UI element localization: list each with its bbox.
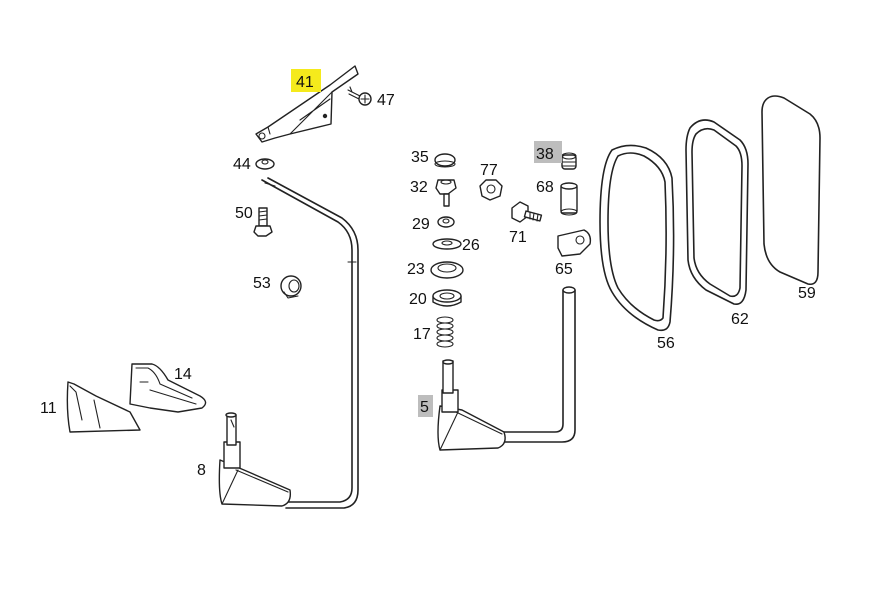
label-56: 56	[657, 335, 675, 352]
label-53: 53	[253, 275, 271, 292]
callout-5[interactable]: 5	[418, 395, 433, 417]
part-38-plug	[561, 152, 577, 170]
part-35-cap	[434, 153, 456, 168]
label-17: 17	[413, 326, 431, 343]
label-50: 50	[235, 205, 253, 222]
highlight-41	[291, 69, 321, 92]
label-68: 68	[536, 179, 554, 196]
part-68-sleeve	[560, 182, 578, 216]
highlight-5	[418, 395, 433, 417]
label-62: 62	[731, 311, 749, 328]
part-47-screw	[347, 86, 372, 106]
part-41-bracket	[255, 65, 359, 143]
callout-14[interactable]: 14	[174, 366, 192, 383]
part-32-screw	[435, 179, 457, 207]
callout-56[interactable]: 56	[657, 335, 675, 352]
label-11: 11	[40, 400, 57, 417]
callout-11[interactable]: 11	[40, 400, 57, 417]
highlight-38	[534, 141, 562, 163]
callout-59[interactable]: 59	[798, 285, 816, 302]
callout-26[interactable]: 26	[462, 237, 480, 254]
callout-29[interactable]: 29	[412, 216, 430, 233]
part-44-washer	[255, 158, 275, 170]
part-14-clip	[129, 363, 207, 413]
label-44: 44	[233, 156, 251, 173]
label-47: 47	[377, 92, 395, 109]
part-62-mirror-frame	[685, 119, 749, 306]
callout-50[interactable]: 50	[235, 205, 253, 222]
callout-17[interactable]: 17	[413, 326, 431, 343]
callout-23[interactable]: 23	[407, 261, 425, 278]
part-50-bolt	[253, 207, 273, 237]
label-71: 71	[509, 229, 527, 246]
part-11-cover	[66, 381, 141, 433]
callout-41[interactable]: 41	[291, 69, 321, 92]
callout-44[interactable]: 44	[233, 156, 251, 173]
part-77-nut	[479, 179, 503, 201]
callout-77[interactable]: 77	[480, 162, 498, 179]
callout-68[interactable]: 68	[536, 179, 554, 196]
label-32: 32	[410, 179, 428, 196]
label-8: 8	[197, 462, 206, 479]
callout-62[interactable]: 62	[731, 311, 749, 328]
label-38: 38	[536, 146, 554, 163]
label-26: 26	[462, 237, 480, 254]
part-29-washer	[437, 216, 455, 228]
callout-71[interactable]: 71	[509, 229, 527, 246]
part-56-mirror-glass	[599, 144, 675, 332]
label-20: 20	[409, 291, 427, 308]
part-23-bushing	[430, 261, 464, 279]
label-5: 5	[420, 399, 429, 416]
label-41: 41	[296, 74, 314, 91]
part-71-screw	[511, 201, 543, 223]
part-5-mirror-arm	[437, 286, 576, 451]
callout-53[interactable]: 53	[253, 275, 271, 292]
callout-8[interactable]: 8	[197, 462, 206, 479]
label-29: 29	[412, 216, 430, 233]
part-17-spring	[436, 316, 454, 348]
label-35: 35	[411, 149, 429, 166]
label-23: 23	[407, 261, 425, 278]
part-53-grommet	[280, 275, 302, 299]
callout-47[interactable]: 47	[377, 92, 395, 109]
callout-35[interactable]: 35	[411, 149, 429, 166]
callout-20[interactable]: 20	[409, 291, 427, 308]
part-65-clamp	[557, 229, 592, 257]
part-20-bushing	[432, 289, 462, 307]
callout-65[interactable]: 65	[555, 261, 573, 278]
callout-32[interactable]: 32	[410, 179, 428, 196]
label-59: 59	[798, 285, 816, 302]
label-77: 77	[480, 162, 498, 179]
part-59-mirror-glass	[761, 95, 821, 286]
label-65: 65	[555, 261, 573, 278]
part-26-washer	[432, 238, 462, 250]
label-14: 14	[174, 366, 192, 383]
callout-38[interactable]: 38	[534, 141, 562, 163]
part-8-mirror-arm	[218, 177, 359, 509]
